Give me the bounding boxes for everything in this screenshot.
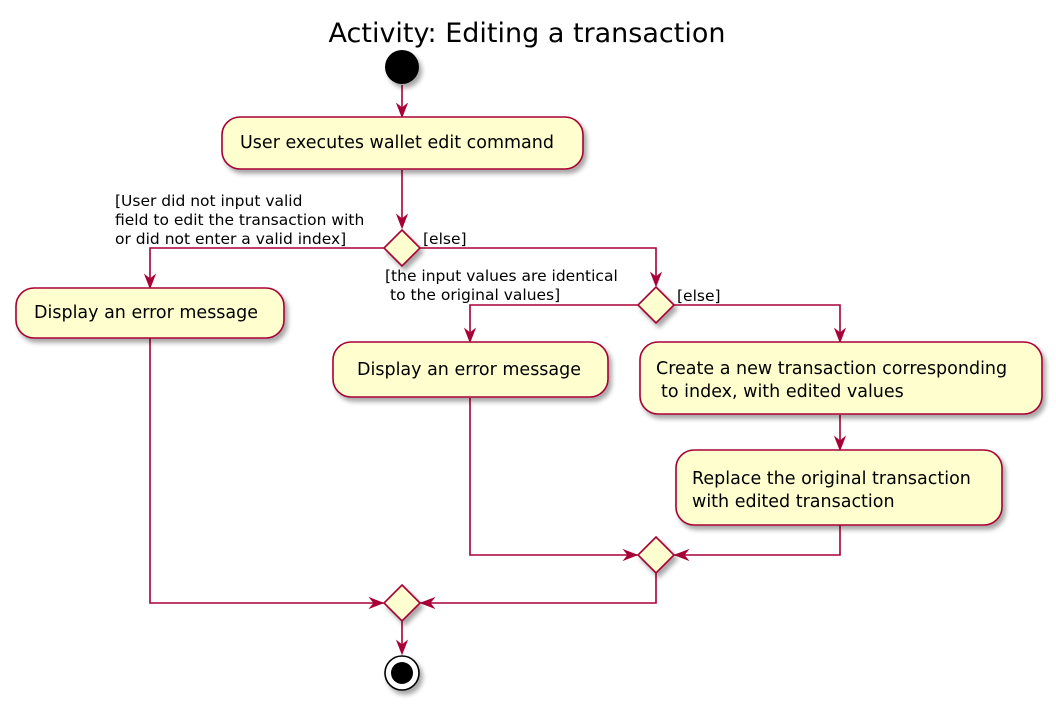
arrowhead-replace [833,435,847,452]
guard-else-2: [else] [677,287,721,305]
edge-decision1-to-error1 [149,247,384,286]
merge-node-outer [382,583,422,623]
start-node [385,50,419,84]
activity-create-line1: Create a new transaction corresponding [656,359,1007,379]
edge-merge1-to-merge2 [420,573,657,604]
edge-decision2-to-error2 [469,304,638,340]
edge-decision1-to-decision2 [420,247,657,284]
edge-decision2-to-create [674,304,841,340]
arrowhead-decision2 [649,271,663,288]
arrowheads [143,102,847,656]
end-node [384,655,420,691]
arrowhead-error1 [143,273,157,290]
arrowhead-end [395,639,409,656]
guard-identical-line1: [the input values are identical [385,267,618,285]
activity-error-invalid: Display an error message [15,287,285,339]
diagram-title: Activity: Editing a transaction [329,18,726,49]
arrowhead-create [833,327,847,344]
guard-invalid-line2: field to edit the transaction with [115,211,364,229]
activity-user-executes: User executes wallet edit command [221,116,584,170]
activity-create-transaction: Create a new transaction corresponding t… [639,341,1043,415]
decision-identical-values [636,285,676,325]
guard-invalid-line1: [User did not input valid [115,192,302,210]
activity-replace-line1: Replace the original transaction [692,469,971,489]
arrowhead-user [395,102,409,119]
activity-error-invalid-label: Display an error message [34,303,258,323]
guard-else-1: [else] [423,230,467,248]
guard-invalid-line3: or did not enter a valid index] [115,230,346,248]
merge-node-inner [636,535,676,575]
arrowhead-error2 [463,327,477,344]
activity-user-executes-label: User executes wallet edit command [240,133,554,153]
edges [149,85,841,652]
activity-replace-line2: with edited transaction [692,492,895,512]
activity-error-identical: Display an error message [332,341,609,398]
activity-create-line2: to index, with edited values [661,382,904,402]
arrowhead-merge1-right [673,548,690,562]
guard-identical-line2: to the original values] [390,286,560,304]
arrowhead-decision1 [395,213,409,230]
activity-replace-transaction: Replace the original transaction with ed… [675,449,1003,526]
edge-replace-to-merge1 [674,525,841,556]
edge-error2-to-merge1 [469,398,638,556]
edge-error1-to-merge2 [149,338,384,604]
decision-valid-input [382,228,422,268]
arrowhead-merge2-left [368,596,385,610]
activity-error-identical-label: Display an error message [357,360,581,380]
arrowhead-merge1-left [622,548,639,562]
arrowhead-merge2-right [419,596,436,610]
